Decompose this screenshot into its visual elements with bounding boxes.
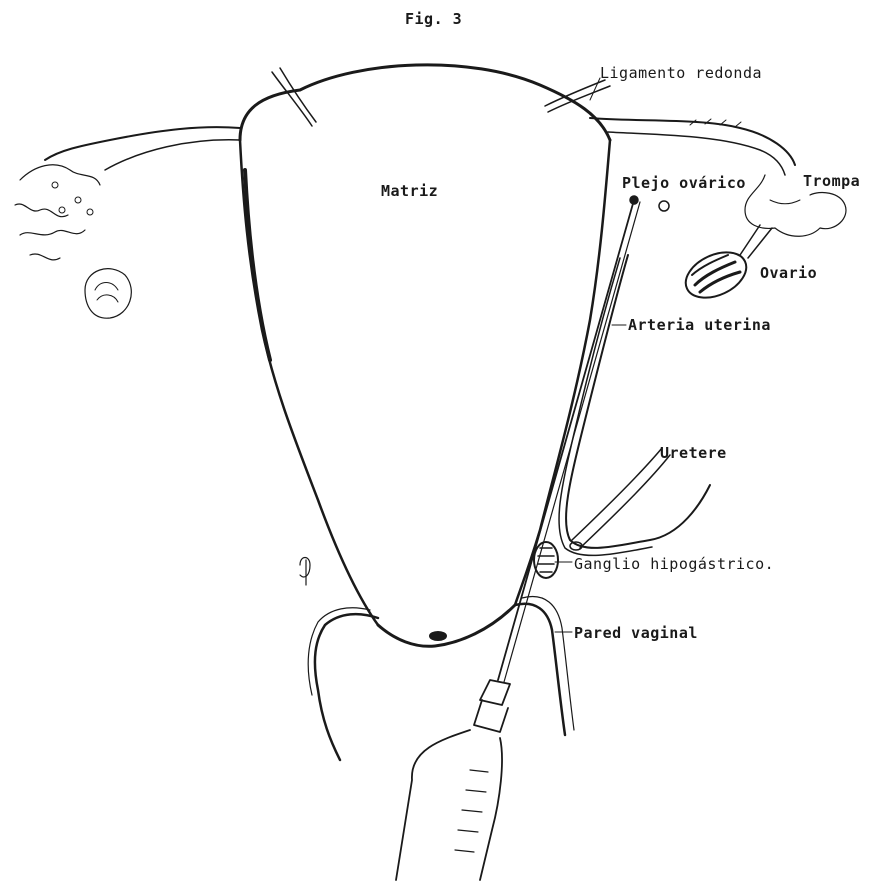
left-tube: [15, 127, 240, 318]
uterus-outline: [240, 65, 610, 646]
ureter: [570, 448, 670, 550]
label-ligamento: Ligamento redonda: [600, 66, 762, 81]
small-sketch: [300, 558, 310, 586]
figure-title: Fig. 3: [405, 12, 462, 27]
hypogastric-ganglion: [534, 542, 558, 578]
round-ligament: [272, 68, 610, 126]
label-matriz: Matriz: [381, 184, 438, 199]
label-pared: Pared vaginal: [574, 626, 698, 641]
ovarian-plexus-marker: [630, 196, 669, 211]
label-plejo: Plejo ovárico: [622, 176, 746, 191]
syringe: [396, 700, 508, 880]
label-ganglio: Ganglio hipogástrico.: [574, 557, 774, 572]
uterine-artery: [559, 255, 710, 555]
label-arteria: Arteria uterina: [628, 318, 771, 333]
vaginal-wall: [308, 597, 574, 760]
label-trompa: Trompa: [803, 174, 860, 189]
label-uretere: Uretere: [660, 446, 727, 461]
label-ovario: Ovario: [760, 266, 817, 281]
